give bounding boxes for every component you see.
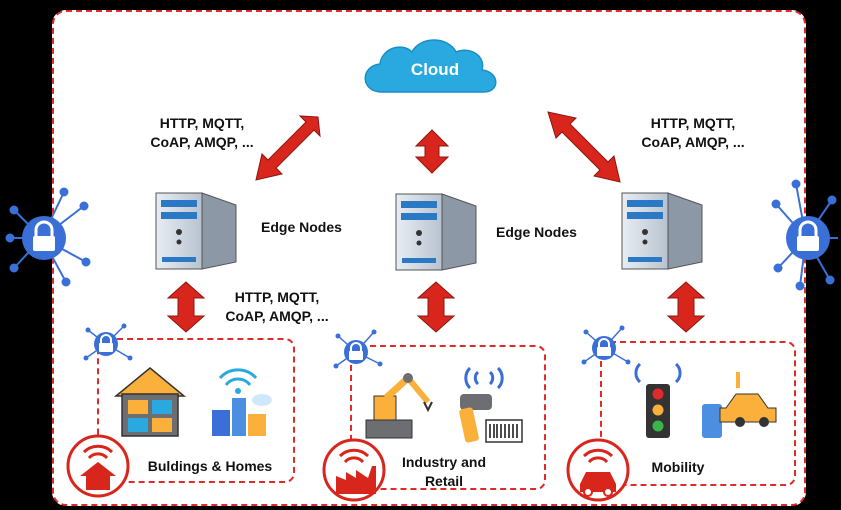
home-wifi-icon <box>66 434 130 498</box>
lock-network-icon-left <box>5 187 91 287</box>
arrow-cloud-left <box>255 115 321 181</box>
arrow-edge-buildings <box>166 281 206 333</box>
smart-building-icon <box>212 368 272 436</box>
traffic-light-icon <box>634 362 682 438</box>
server-icon-center <box>395 193 477 271</box>
protocol-label-top-right: HTTP, MQTT, CoAP, AMQP, ... <box>641 115 745 150</box>
robotic-arm-icon <box>365 373 433 439</box>
barcode-scanner-icon <box>459 366 523 443</box>
lock-icon-mobility <box>581 325 631 365</box>
edge-nodes-label-right: Edge Nodes <box>496 224 577 240</box>
arrow-cloud-right <box>547 111 621 183</box>
connected-car-icon <box>702 372 777 438</box>
car-wifi-icon <box>566 438 630 502</box>
server-icon-right <box>621 192 703 270</box>
lock-network-icon-right <box>771 179 838 291</box>
cloud-icon <box>364 39 497 93</box>
protocol-label-top-left: HTTP, MQTT, CoAP, AMQP, ... <box>150 115 254 150</box>
domain-label-mobility: Mobility <box>651 459 705 475</box>
protocol-label-bottom-left: HTTP, MQTT, CoAP, AMQP, ... <box>225 289 329 324</box>
arrow-cloud-center <box>414 129 450 174</box>
factory-wifi-icon <box>322 438 386 502</box>
arrow-edge-industry <box>416 281 456 333</box>
smart-home-icon <box>113 367 187 437</box>
domain-label-buildings: Buldings & Homes <box>147 458 273 474</box>
arrow-edge-mobility <box>666 281 706 333</box>
lock-icon-buildings <box>83 323 133 361</box>
edge-nodes-label-left: Edge Nodes <box>261 219 342 235</box>
server-icon-left <box>155 192 237 270</box>
domain-label-industry: Industry and Retail <box>401 454 486 489</box>
lock-icon-industry <box>333 329 383 369</box>
cloud-label: Cloud <box>410 60 460 79</box>
